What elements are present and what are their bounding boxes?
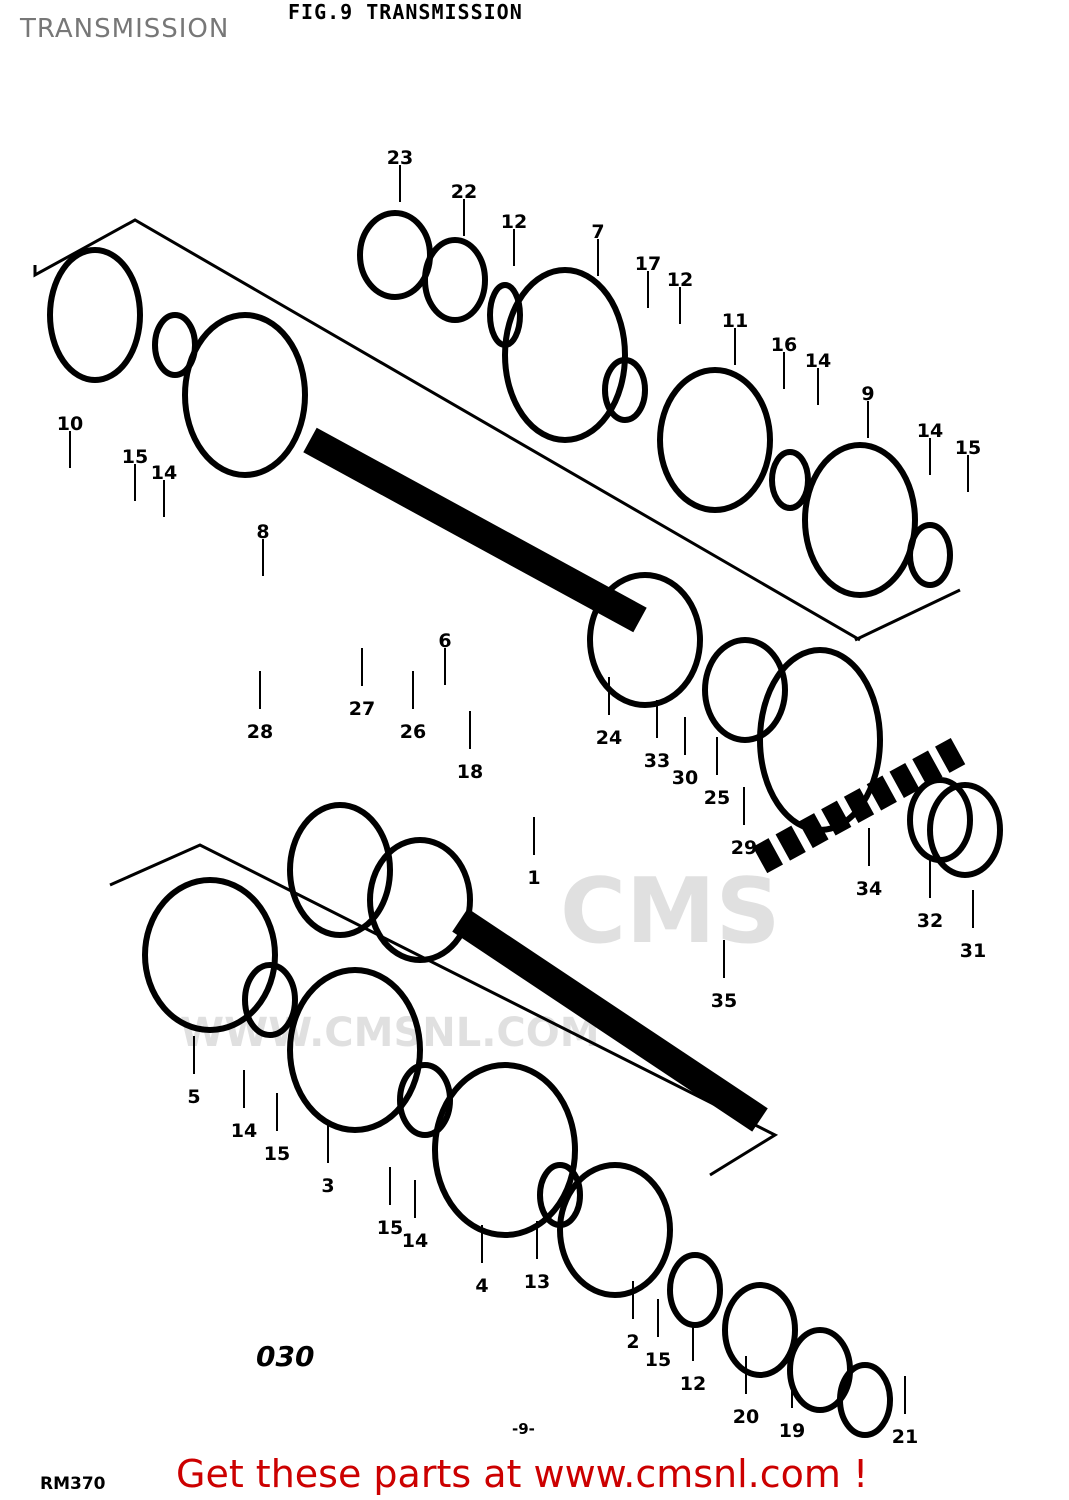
part-number-label: 15 (955, 437, 981, 459)
gear (657, 367, 773, 513)
part-number-label: 10 (57, 413, 83, 435)
part-number-label: 9 (861, 383, 874, 405)
part-number-label: 34 (856, 878, 882, 900)
gear (432, 1062, 578, 1238)
part-number-label: 14 (402, 1230, 428, 1252)
part-number-label: 21 (892, 1426, 918, 1448)
part-number-label: 23 (387, 147, 413, 169)
part-number-label: 14 (151, 462, 177, 484)
part-number-label: 1 (527, 867, 540, 889)
bearing (587, 572, 703, 708)
part-number-label: 17 (635, 253, 661, 275)
gear (142, 877, 278, 1033)
frame-line (854, 588, 961, 642)
part-number-label: 7 (591, 221, 604, 243)
part-number-label: 6 (438, 630, 451, 652)
gear (502, 267, 628, 443)
part-number-label: 14 (917, 420, 943, 442)
part-number-label: 30 (672, 767, 698, 789)
main-shaft (452, 908, 768, 1132)
part-number-label: 12 (501, 211, 527, 233)
part-number-label: 5 (187, 1086, 200, 1108)
part-number-label: 2 (626, 1331, 639, 1353)
washer (769, 449, 811, 511)
part-number-label: 13 (524, 1271, 550, 1293)
part-number-label: 14 (805, 350, 831, 372)
part-number-label: 15 (122, 446, 148, 468)
part-number-label: 20 (733, 1406, 759, 1428)
drive-chain (752, 736, 968, 874)
frame-line (109, 843, 779, 1177)
washer (667, 1252, 723, 1328)
part-number-label: 15 (377, 1217, 403, 1239)
bearing (367, 837, 473, 963)
gear (557, 1162, 673, 1298)
nut (927, 782, 1003, 878)
washer (837, 1362, 893, 1438)
figure-code: 030 (256, 1340, 315, 1373)
needle-bearing (422, 237, 488, 323)
part-number-label: 15 (645, 1349, 671, 1371)
lock-washer (907, 777, 973, 863)
part-number-label: 27 (349, 698, 375, 720)
part-number-label: 29 (731, 837, 757, 859)
reference-code: RM370 (40, 1474, 106, 1494)
gear (47, 247, 143, 383)
part-number-label: 25 (704, 787, 730, 809)
page-title: TRANSMISSION (20, 14, 230, 44)
watermark-logo: CMS (560, 859, 781, 964)
part-number-label: 31 (960, 940, 986, 962)
part-number-label: 35 (711, 990, 737, 1012)
part-number-label: 26 (400, 721, 426, 743)
page-number: -9- (512, 1420, 535, 1438)
gear (182, 312, 308, 478)
part-number-label: 28 (247, 721, 273, 743)
part-number-label: 15 (264, 1143, 290, 1165)
part-number-label: 16 (771, 334, 797, 356)
bearing (722, 1282, 798, 1378)
cover-plate (287, 802, 393, 938)
bearing (602, 357, 648, 423)
part-number-label: 12 (680, 1373, 706, 1395)
gear (287, 967, 423, 1133)
part-number-label: 19 (779, 1420, 805, 1442)
promo-link[interactable]: Get these parts at www.cmsnl.com ! (176, 1452, 869, 1496)
figure-title: FIG.9 TRANSMISSION (288, 0, 523, 24)
countershaft (303, 427, 647, 633)
part-number-label: 33 (644, 750, 670, 772)
part-number-label: 32 (917, 910, 943, 932)
part-number-label: 11 (722, 310, 748, 332)
seal (702, 637, 788, 743)
part-number-label: 3 (321, 1175, 334, 1197)
part-number-label: 24 (596, 727, 622, 749)
washer (907, 522, 953, 588)
part-number-label: 8 (256, 521, 269, 543)
part-number-label: 18 (457, 761, 483, 783)
bearing (357, 210, 433, 300)
part-number-label: 12 (667, 269, 693, 291)
washer (242, 962, 298, 1038)
part-number-label: 22 (451, 181, 477, 203)
frame-line (33, 218, 861, 642)
part-number-label: 4 (475, 1275, 488, 1297)
gear (802, 442, 918, 598)
part-number-label: 14 (231, 1120, 257, 1142)
